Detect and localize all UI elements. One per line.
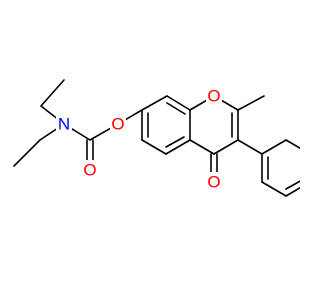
atom-n: N — [56, 114, 72, 134]
atom-o-ring: O — [206, 86, 222, 106]
structure-canvas: N O O O O — [13, 79, 300, 197]
bond-ph-5-4 — [285, 186, 300, 197]
bond-ethyl1-ch3 — [40, 79, 65, 107]
atom-o-ring-label: O — [207, 87, 220, 106]
atom-o-ester-label: O — [111, 115, 124, 134]
bond-c4-c4a — [189, 139, 215, 155]
atom-o-carbamate-carbonyl-label: O — [83, 161, 96, 180]
atom-o-ketone-label: O — [207, 173, 220, 192]
bond-c4a-c5-inner — [165, 136, 185, 148]
bond-c8-c8a-inner — [166, 102, 186, 115]
atom-n-label: N — [58, 115, 70, 134]
bond-ph-1-2 — [261, 139, 287, 155]
bond-ph-2-3 — [285, 139, 300, 150]
atom-o-ketone: O — [206, 172, 222, 192]
atom-o-carbamate-carbonyl: O — [82, 160, 98, 180]
bond-ph-6-5 — [261, 181, 287, 197]
bond-ethyl2-ch3 — [13, 139, 41, 167]
bond-c7-c8 — [141, 95, 168, 111]
atom-o-ester: O — [110, 114, 126, 134]
bond-c4a-c5 — [165, 139, 191, 155]
bond-c2-methyl — [237, 95, 265, 111]
molecule-structure: N O O O O — [13, 79, 300, 197]
bond-c3-c4 — [213, 139, 239, 155]
bond-ph-5-4-inner — [285, 180, 300, 190]
bond-c3-phenyl — [237, 139, 263, 155]
bond-c8-c8a — [166, 95, 191, 111]
bond-c5-c6 — [141, 139, 167, 155]
